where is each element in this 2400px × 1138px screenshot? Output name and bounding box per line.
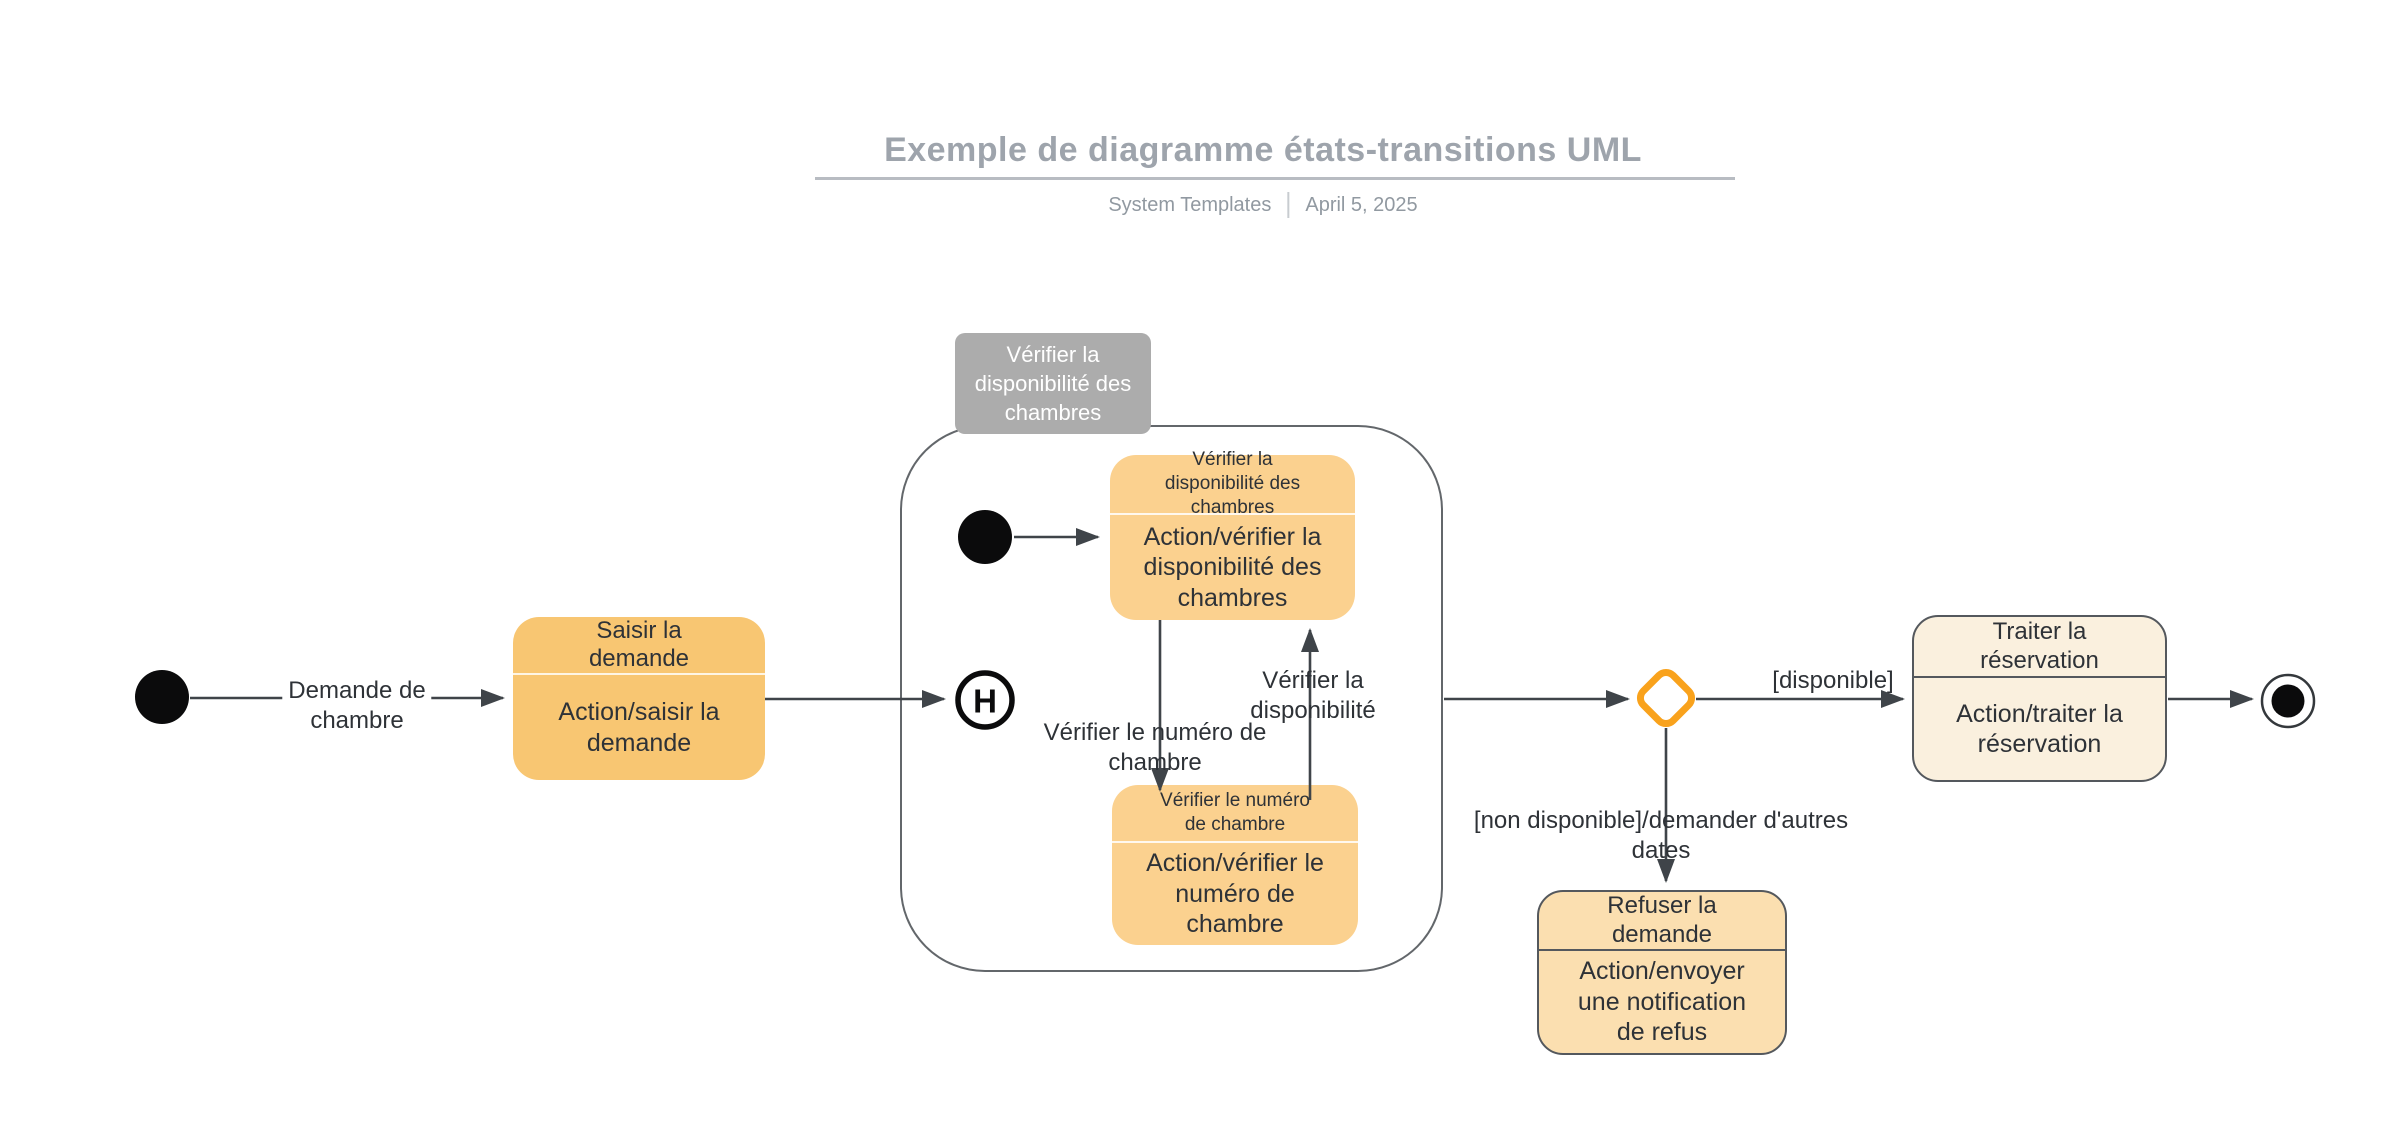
transition-label-demande: Demande de chambre <box>282 674 432 738</box>
state-title: Traiter la réservation <box>1914 617 2165 678</box>
state-action-line: chambre <box>1186 910 1284 939</box>
composite-label-line: chambres <box>1004 400 1102 426</box>
transition-label-line: chambre <box>1108 749 1202 776</box>
transition-label-line: [disponible] <box>1772 667 1894 694</box>
choice-diamond-icon <box>1636 668 1696 728</box>
transition-label-line: chambre <box>310 707 404 734</box>
transition-label-disponible: [disponible] <box>1772 666 1893 696</box>
state-traiter-reservation: Traiter la réservation Action/traiter la… <box>1912 615 2167 782</box>
page-title: Exemple de diagramme états-transitions U… <box>884 131 1642 169</box>
transition-label-line: Vérifier la <box>1262 667 1364 694</box>
state-title: Refuser la demande <box>1539 892 1785 951</box>
state-title-line: Vérifier la <box>1192 449 1273 471</box>
transition-label-line: dates <box>1631 837 1691 864</box>
transition-label-line: Demande de <box>288 677 426 704</box>
state-action: Action/envoyer une notification de refus <box>1539 951 1785 1053</box>
state-action: Action/vérifier la disponibilité des cha… <box>1110 515 1355 620</box>
state-action-line: demande <box>586 728 692 757</box>
state-action-line: numéro de <box>1175 879 1295 908</box>
state-action-line: disponibilité des <box>1143 553 1322 582</box>
transition-label-line: Vérifier le numéro de <box>1043 719 1267 746</box>
state-title-line: Traiter la <box>1992 618 2087 646</box>
state-title-line: réservation <box>1980 646 2099 674</box>
state-verifier-numero: Vérifier le numéro de chambre Action/vér… <box>1112 785 1358 945</box>
transition-label-line: disponibilité <box>1250 697 1376 724</box>
state-action-line: Action/saisir la <box>558 698 720 726</box>
composite-label-line: disponibilité des <box>974 370 1132 396</box>
state-action-line: de refus <box>1616 1018 1708 1047</box>
state-action-line: une notification <box>1577 987 1747 1016</box>
state-title-line: Saisir la <box>596 616 682 644</box>
state-action-line: Action/traiter la <box>1956 699 2123 728</box>
transition-label-verifier-dispo: Vérifier la disponibilité <box>1250 666 1375 726</box>
state-title: Vérifier le numéro de chambre <box>1112 785 1358 843</box>
state-action-line: réservation <box>1977 730 2102 758</box>
state-action: Action/saisir la demande <box>513 675 765 780</box>
state-action-line: Action/vérifier le <box>1146 849 1324 878</box>
page-subtitle: System Templates April 5, 2025 <box>1108 192 1418 218</box>
transition-label-non-disponible: [non disponible]/demander d'autres dates <box>1474 806 1848 866</box>
state-title-line: Refuser la <box>1607 892 1717 920</box>
start-state-icon <box>135 670 189 724</box>
state-refuser-demande: Refuser la demande Action/envoyer une no… <box>1537 890 1787 1055</box>
state-action: Action/vérifier le numéro de chambre <box>1112 843 1358 945</box>
state-action-line: Action/envoyer <box>1579 957 1745 986</box>
subtitle-divider <box>1287 192 1290 218</box>
state-title-line: Vérifier le numéro <box>1160 790 1310 812</box>
state-title-line: de chambre <box>1184 814 1286 835</box>
final-state-icon <box>2260 673 2316 729</box>
state-action: Action/traiter la réservation <box>1914 678 2165 780</box>
state-title: Vérifier la disponibilité des chambres <box>1110 449 1355 518</box>
state-action-line: Action/vérifier la <box>1143 522 1322 551</box>
subtitle-source: System Templates <box>1108 193 1272 216</box>
state-title-line: chambres <box>1190 496 1275 518</box>
state-title-line: disponibilité des <box>1164 473 1301 495</box>
state-verifier-disponibilite: Vérifier la disponibilité des chambres A… <box>1110 449 1355 620</box>
composite-state-label: Vérifier la disponibilité des chambres <box>955 333 1151 434</box>
state-title-line: demande <box>588 645 690 672</box>
composite-label-line: Vérifier la <box>1006 341 1100 367</box>
state-title-line: demande <box>1611 920 1713 948</box>
state-action-line: chambres <box>1177 583 1288 612</box>
transition-label-verifier-numero: Vérifier le numéro de chambre <box>1044 718 1267 778</box>
title-underline <box>815 177 1735 180</box>
subtitle-date: April 5, 2025 <box>1305 193 1418 216</box>
transition-label-line: [non disponible]/demander d'autres <box>1473 807 1849 834</box>
state-saisir-la-demande: Saisir la demande Action/saisir la deman… <box>513 617 765 780</box>
state-title: Saisir la demande <box>513 617 765 675</box>
